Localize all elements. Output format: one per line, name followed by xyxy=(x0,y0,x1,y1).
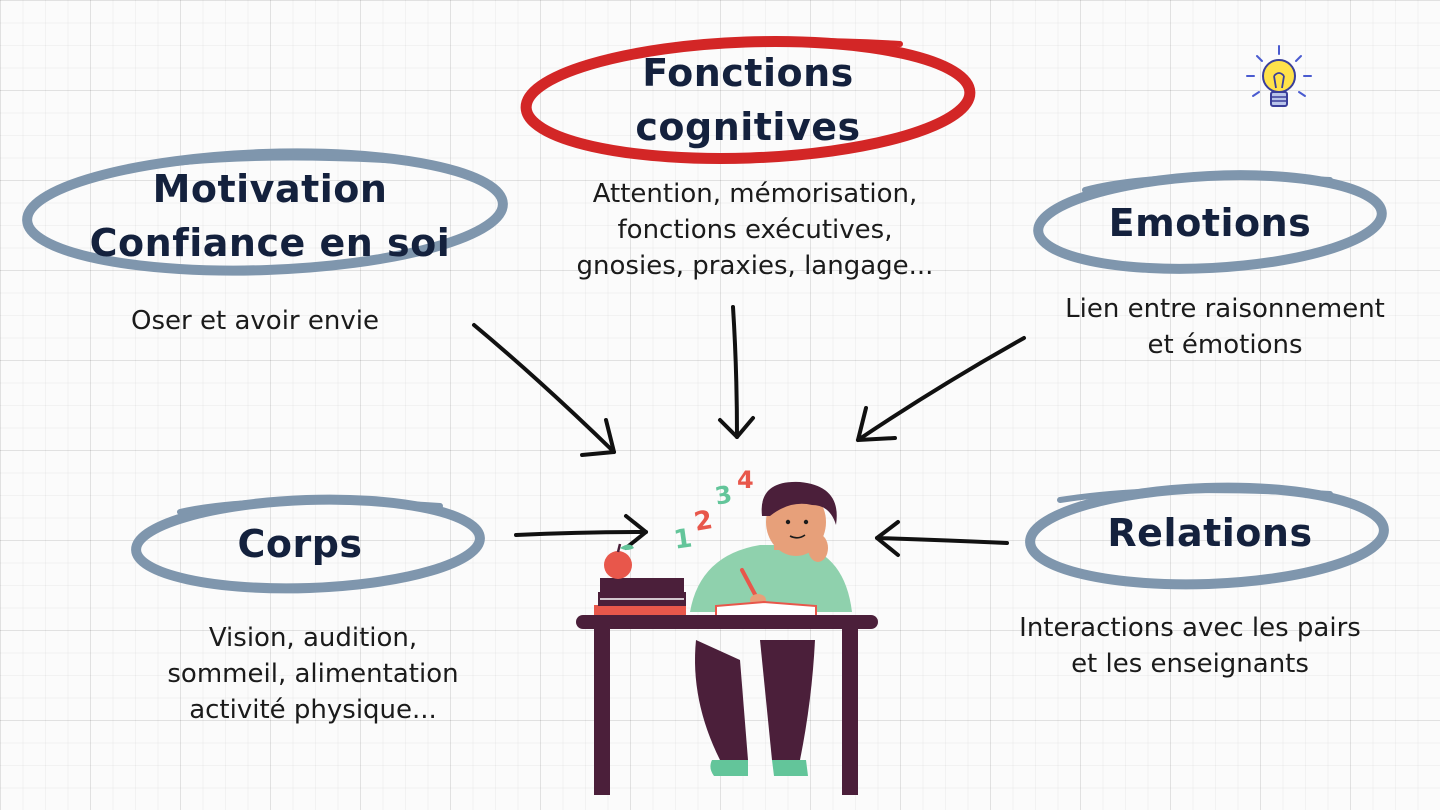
body-title: Corps xyxy=(237,522,363,566)
emotions-ellipse xyxy=(1033,170,1387,274)
student-illustration: 1 2 3 4 xyxy=(576,466,878,795)
arrow-cognitive xyxy=(718,305,755,439)
arrow-emotions xyxy=(856,336,1026,442)
motivation-title-line2: Confiance en soi xyxy=(89,221,451,265)
motivation-ellipse xyxy=(22,148,508,276)
motivation-title: Motivation Confiance en soi xyxy=(40,162,500,270)
body-description: Vision, audition, sommeil, alimentation … xyxy=(167,623,459,725)
cognitive-title: Fonctions cognitives xyxy=(548,46,948,154)
number-3: 3 xyxy=(713,480,734,510)
cognitive-title-line1: Fonctions xyxy=(642,51,854,95)
relations-description: Interactions avec les pairs et les ensei… xyxy=(1019,613,1361,679)
cognitive-title-line2: cognitives xyxy=(635,105,861,149)
lightbulb-icon xyxy=(1246,45,1312,107)
relations-ellipse xyxy=(1025,482,1389,590)
emotions-description: Lien entre raisonnement et émotions xyxy=(1065,294,1385,360)
number-4: 4 xyxy=(737,466,754,494)
arrow-body xyxy=(514,514,648,550)
emotions-title: Emotions xyxy=(1108,201,1312,245)
arrow-relations xyxy=(875,520,1009,557)
motivation-title-line1: Motivation xyxy=(152,167,388,211)
cognitive-description: Attention, mémorisation, fonctions exécu… xyxy=(576,179,934,281)
body-ellipse xyxy=(131,494,485,594)
number-1: 1 xyxy=(672,523,694,555)
arrow-motivation xyxy=(472,323,616,457)
number-2: 2 xyxy=(692,505,715,538)
motivation-description: Oser et avoir envie xyxy=(131,306,379,336)
cognitive-ellipse xyxy=(520,36,976,164)
relations-title: Relations xyxy=(1107,511,1313,555)
